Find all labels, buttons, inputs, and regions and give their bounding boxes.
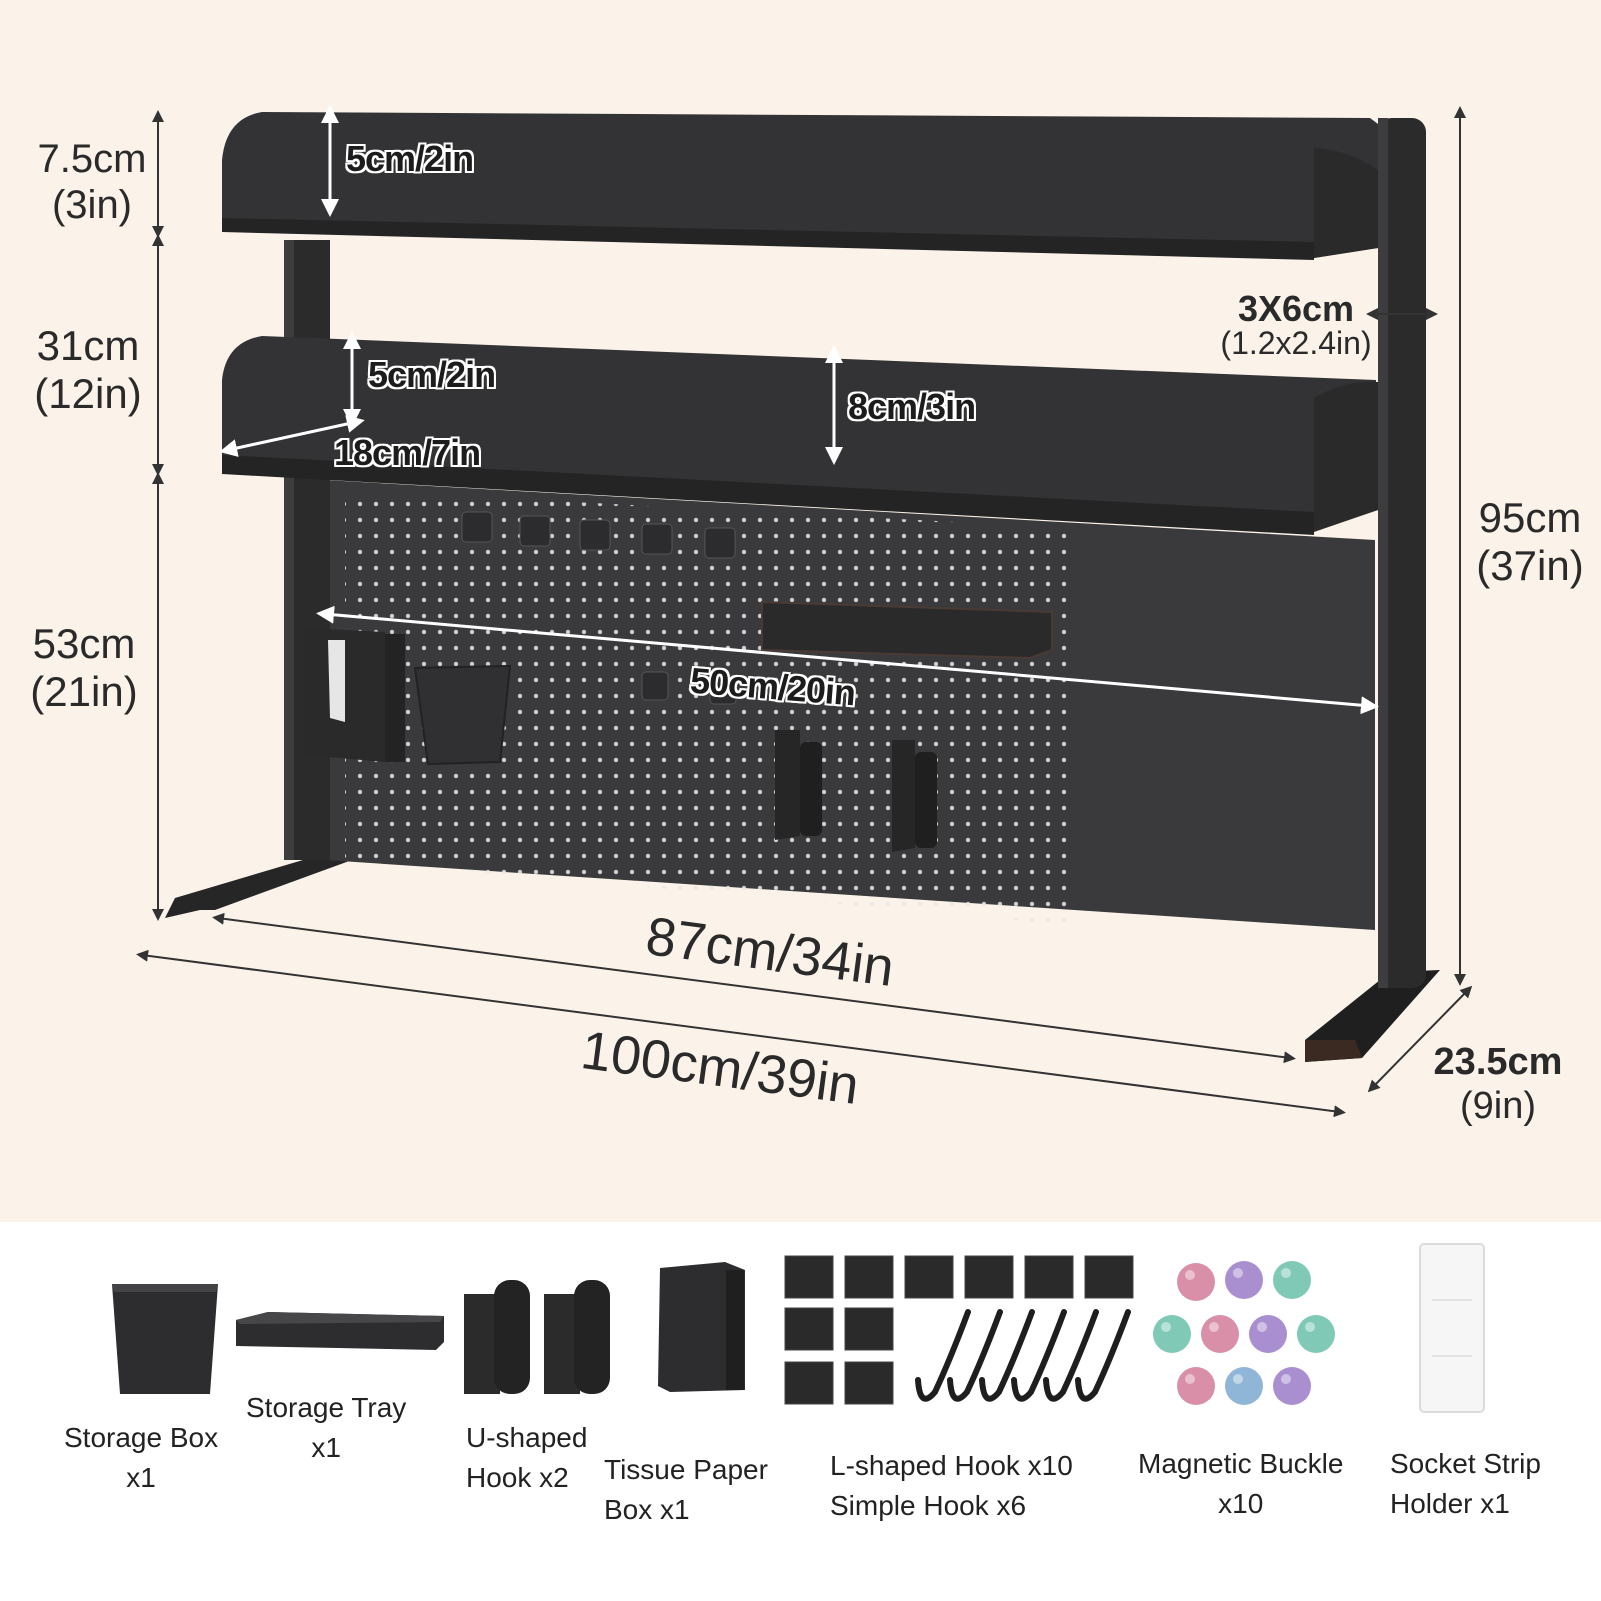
pegboard-storage-box [413,664,512,766]
right-post [1378,118,1426,988]
magnet-icon [1153,1261,1335,1405]
top-shelf-face [222,218,1314,260]
label-middle-shelf-lip: 5cm/2in [368,354,496,395]
label-middle-shelf-back: 8cm/3in [848,386,976,427]
dim-line-depth [1367,985,1473,1093]
label-top-height: 7.5cm(3in) [37,137,147,227]
label-post-size: 3X6cm(1.2x2.4in) [1220,288,1372,361]
label-shelf-depth: 18cm/7in [334,432,481,473]
dim-line-pegboard [316,605,1379,715]
left-foot [165,852,352,918]
top-shelf-back [222,112,1378,258]
label-depth: 23.5cm(9in) [1433,1041,1563,1127]
pegboard-u-hook-2 [892,740,915,852]
hooks-icon [784,1255,1134,1405]
label-top-shelf-lip: 5cm/2in [346,138,474,179]
socket-holder-icon [1419,1243,1485,1413]
dim-line-total-width [136,949,1346,1118]
right-foot-base [1305,1040,1362,1062]
label-lower-height: 53cm(21in) [30,620,138,715]
dim-line-shelf-depth [219,415,365,457]
u-hook-icon [464,1280,610,1394]
pegboard-tray [761,600,1053,660]
tissue-box-icon [658,1262,745,1392]
label-middle-height: 31cm(12in) [34,322,142,417]
storage-box-icon [112,1284,218,1394]
pegboard-u-hook-1 [775,730,800,840]
middle-shelf-face [222,455,1314,535]
storage-tray-icon [236,1312,444,1350]
label-total-height: 95cm(37in) [1476,494,1584,589]
